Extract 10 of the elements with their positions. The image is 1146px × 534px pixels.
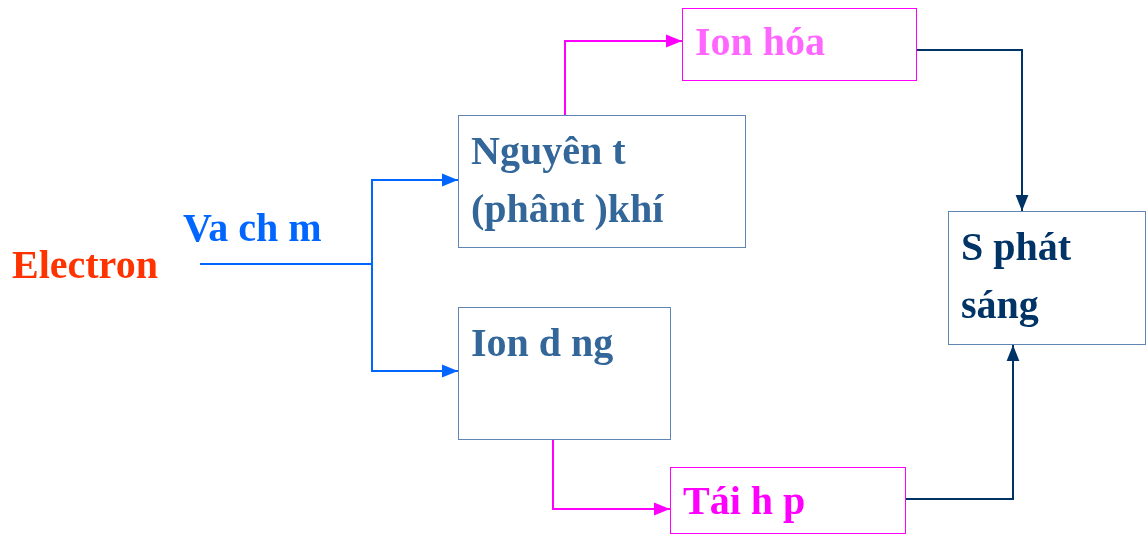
arrow <box>916 49 1029 212</box>
arrow <box>552 439 671 516</box>
process-box: Ion d ng <box>458 307 671 440</box>
result-box: S phát sáng <box>948 211 1146 345</box>
process-box: Nguyên t (phânt )khí <box>458 115 746 248</box>
process-box: Tái h p <box>670 467 906 534</box>
arrow <box>564 34 683 116</box>
arrow <box>199 263 459 378</box>
arrow <box>905 344 1020 500</box>
process-box: Ion hóa <box>682 8 917 81</box>
